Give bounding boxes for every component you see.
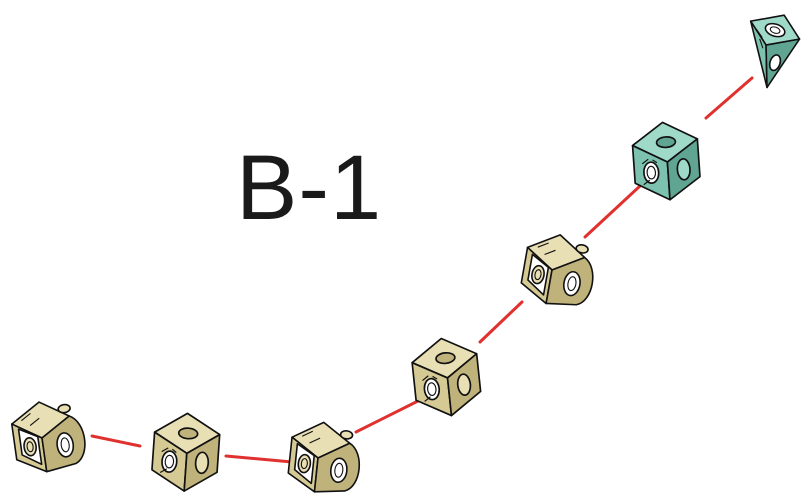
- piece-6-cube-block: [631, 121, 701, 201]
- piece-2-cube-block: [151, 412, 221, 492]
- connector-line-1: [90, 434, 142, 448]
- piece-5-round-block: [520, 234, 594, 306]
- connector-line-3: [354, 398, 422, 434]
- pieces-group: [10, 14, 801, 493]
- piece-7-wedge-block: [749, 14, 801, 89]
- connector-line-4: [478, 300, 524, 344]
- piece-4-cube-block: [411, 337, 482, 417]
- piece-3-round-block: [287, 421, 361, 493]
- connector-line-2: [224, 454, 294, 464]
- connector-lines: [90, 76, 754, 464]
- connector-line-6: [704, 76, 754, 120]
- connector-line-5: [583, 184, 642, 239]
- piece-1-round-block: [10, 401, 86, 473]
- step-label: B-1: [236, 137, 383, 239]
